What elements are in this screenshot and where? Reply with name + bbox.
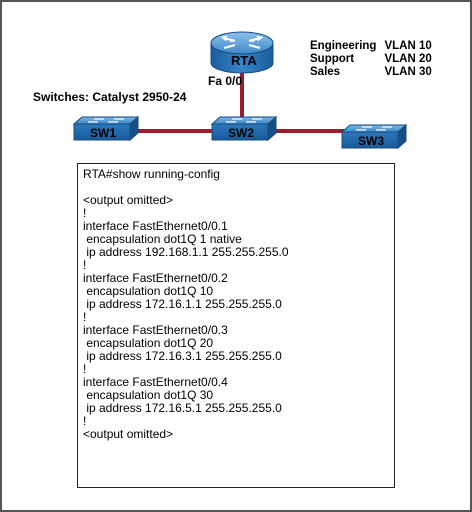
config-line: !	[83, 414, 87, 428]
config-line: interface FastEthernet0/0.2	[83, 271, 228, 285]
config-line: interface FastEthernet0/0.1	[83, 219, 228, 233]
network-topology	[72, 31, 408, 150]
vlan-row: Sales VLAN 30	[310, 66, 440, 79]
config-prompt: RTA#show running-config	[83, 167, 220, 181]
vlan-dept: Engineering	[310, 40, 377, 52]
vlan-dept: Sales	[310, 66, 341, 78]
config-line: <output omitted>	[83, 427, 174, 441]
switch-label-sw1: SW1	[90, 126, 117, 140]
config-line: encapsulation dot1Q 10	[83, 284, 214, 298]
config-line: ip address 172.16.5.1 255.255.255.0	[83, 401, 282, 415]
vlan-row: Engineering VLAN 10	[310, 40, 440, 53]
switch-sw3-icon	[340, 123, 408, 150]
config-line: !	[83, 310, 87, 324]
switch-sw2-icon	[210, 115, 278, 142]
config-line: <output omitted>	[83, 193, 174, 207]
config-line: !	[83, 206, 87, 220]
config-line: encapsulation dot1Q 30	[83, 388, 214, 402]
config-line: ip address 172.16.1.1 255.255.255.0	[83, 297, 282, 311]
config-line: interface FastEthernet0/0.4	[83, 375, 228, 389]
config-line: encapsulation dot1Q 1 native	[83, 232, 242, 246]
config-line: interface FastEthernet0/0.3	[83, 323, 228, 337]
vlan-row: Support VLAN 20	[310, 53, 440, 66]
router-label: RTA	[231, 53, 257, 68]
vlan-id: VLAN 20	[384, 53, 432, 65]
vlan-dept: Support	[310, 53, 355, 65]
running-config-box: RTA#show running-config <output omitted>…	[77, 163, 395, 488]
switches-caption: Switches: Catalyst 2950-24	[33, 90, 187, 104]
config-line: ip address 192.168.1.1 255.255.255.0	[83, 245, 289, 259]
config-lines: <output omitted>!interface FastEthernet0…	[83, 194, 394, 441]
config-line: encapsulation dot1Q 20	[83, 336, 214, 350]
router-rta-icon	[210, 31, 274, 74]
vlan-id: VLAN 10	[384, 40, 432, 52]
switch-label-sw3: SW3	[358, 134, 385, 148]
router-port-label: Fa 0/0	[208, 74, 243, 88]
switch-sw1-icon	[72, 115, 140, 142]
config-line: ip address 172.16.3.1 255.255.255.0	[83, 349, 282, 363]
switch-label-sw2: SW2	[228, 126, 255, 140]
vlan-table: Engineering VLAN 10 Support VLAN 20 Sale…	[310, 40, 440, 79]
vlan-id: VLAN 30	[384, 66, 432, 78]
config-line: !	[83, 258, 87, 272]
config-line: !	[83, 362, 87, 376]
